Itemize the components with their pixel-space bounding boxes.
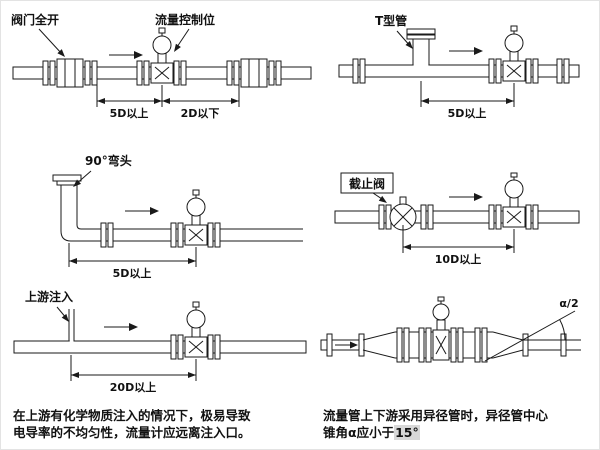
flow-meter [488, 172, 539, 230]
stop-valve-label: 截止阀 [349, 176, 385, 191]
pipe [13, 340, 307, 354]
flanges [100, 222, 114, 248]
stop-valve [378, 196, 434, 231]
caption-right-line2: 锥角α应小于15° [323, 424, 548, 441]
flow-direction-arrow [335, 341, 358, 349]
t-pipe-label: T型管 [375, 13, 407, 28]
control-valve [226, 58, 282, 88]
dimension-upstream [96, 83, 163, 107]
dim-label-2d: 2D以下 [181, 107, 220, 120]
dimension [402, 225, 515, 253]
dimension [420, 81, 515, 107]
leader-tpipe-label [396, 30, 413, 49]
flow-direction-arrow [125, 207, 159, 215]
panel-valve-fully-open: 阀门全开 流量控制位 5D以上 2D以下 [11, 12, 312, 120]
label-box [340, 172, 394, 203]
gate-valve [42, 58, 98, 88]
panel-upstream-injection: 上游注入 20D以上 [13, 289, 307, 394]
flow-meter [170, 301, 221, 360]
dim-label-5d: 5D以上 [113, 266, 152, 280]
elbow-pipe [52, 174, 303, 242]
panel-t-pipe: T型管 5D以上 [338, 13, 580, 120]
contracting-reducer [492, 331, 529, 359]
flow-direction-arrow [109, 51, 143, 59]
panel-stop-valve: 截止阀 10D以上 [334, 172, 580, 266]
caption-right-line1: 流量管上下游采用异径管时，异径管中心 [323, 408, 549, 423]
big-pipe [395, 327, 493, 363]
pipe [334, 210, 580, 224]
flow-meter [170, 189, 221, 248]
dim-label-5d: 5D以上 [110, 106, 149, 120]
leader-valve-label [38, 28, 65, 57]
flow-meter [488, 25, 539, 84]
small-pipe-right [528, 333, 581, 357]
flow-meter [136, 27, 187, 86]
flow-meter [418, 296, 464, 363]
dim-label-10d: 10D以上 [435, 252, 481, 266]
panel-reducer: α/2 [320, 296, 581, 363]
caption-left-line1: 在上游有化学物质注入的情况下，极易导致 [13, 408, 251, 423]
leader-elbow-label [73, 170, 92, 187]
caption-right-line2-prefix: 锥角α应小于 [323, 425, 395, 440]
valve-open-label: 阀门全开 [11, 12, 59, 27]
cone-angle-label: α/2 [559, 297, 578, 310]
cone-angle-annotation [484, 310, 579, 362]
dim-label-20d: 20D以上 [110, 380, 156, 394]
panel-elbow: 90°弯头 5D以上 [52, 153, 303, 280]
injection-tube [68, 309, 75, 343]
leader-control-label [174, 28, 190, 52]
dim-label-5d: 5D以上 [448, 106, 487, 120]
caption-left: 在上游有化学物质注入的情况下，极易导致 电导率的不均匀性，流量计应远离注入口。 [13, 407, 251, 441]
dimension [70, 355, 197, 381]
dimension-downstream [162, 83, 240, 107]
tee-branch [406, 28, 436, 67]
flow-control-label: 流量控制位 [155, 12, 215, 27]
end-flanges [556, 58, 570, 84]
injection-label: 上游注入 [25, 289, 73, 304]
pipe [338, 58, 580, 84]
dimension [68, 243, 197, 267]
caption-right: 流量管上下游采用异径管时，异径管中心 锥角α应小于15° [323, 407, 548, 441]
flow-direction-arrow [104, 323, 138, 331]
elbow-label: 90°弯头 [85, 153, 132, 168]
caption-left-line2: 电导率的不均匀性，流量计应远离注入口。 [13, 425, 251, 440]
expanding-reducer [358, 331, 396, 359]
flow-direction-arrow [449, 193, 483, 201]
caption-right-line2-value: 15° [394, 425, 420, 440]
flow-direction-arrow [449, 47, 483, 55]
leader-injection-label [56, 306, 69, 322]
